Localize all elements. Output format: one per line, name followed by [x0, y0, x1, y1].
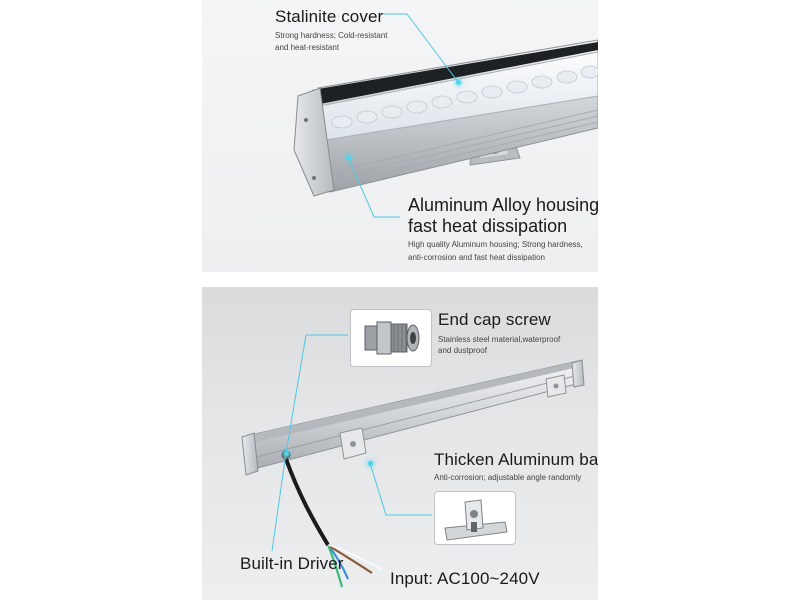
end-cap-screw-image	[364, 321, 420, 355]
driver-callout-line	[271, 452, 287, 552]
base-callout-line	[369, 462, 432, 516]
light-bar-closeup-illustration	[293, 13, 598, 218]
cover-desc-line1: Strong hardness; Cold-resistant	[275, 31, 388, 40]
driver-label: Built-in Driver	[240, 554, 344, 573]
housing-callout-dot	[346, 155, 351, 160]
aluminum-base-bracket-image	[444, 499, 508, 541]
light-bar-top-rail	[250, 361, 578, 443]
housing-desc-line1: High quality Aluminum housing; Strong ha…	[408, 240, 583, 249]
right-mount-bracket	[545, 374, 567, 398]
end-cap-screw-thumbnail	[350, 309, 432, 367]
base-title: Thicken Aluminum base	[434, 450, 598, 469]
left-mount-bracket	[339, 427, 367, 460]
housing-top-channel	[312, 42, 598, 104]
left-end-cap	[241, 432, 259, 476]
wire-brown	[327, 544, 373, 574]
wire-green	[326, 544, 344, 588]
cover-desc-line2: and heat-resistant	[275, 43, 340, 52]
aluminum-base-thumbnail	[434, 491, 516, 545]
right-end-cap	[571, 359, 585, 388]
input-voltage-label: Input: AC100~240V	[390, 569, 540, 588]
driver-callout-dot	[284, 451, 289, 456]
screw-callout-line	[285, 334, 348, 454]
cover-callout-line	[382, 13, 459, 83]
screw-base-driver-panel: End cap screw Stainless steel material,w…	[202, 287, 598, 600]
housing-title-line1: Aluminum Alloy housing,	[408, 195, 598, 215]
cover-housing-panel: Stalinite cover Strong hardness; Cold-re…	[202, 0, 598, 272]
base-desc: Anti-corrosion; adjustable angle randoml…	[434, 473, 582, 482]
screw-desc-line2: and dustproof	[438, 346, 487, 355]
full-light-bar-illustration	[241, 334, 585, 588]
housing-desc-line2: anti-corrosion and fast heat dissipation	[408, 253, 545, 262]
housing-end-cap	[293, 87, 335, 197]
housing-title-line2: fast heat dissipation	[408, 216, 568, 236]
led-lens-row	[331, 65, 598, 129]
screw-title: End cap screw	[438, 310, 551, 329]
cover-title: Stalinite cover	[275, 7, 384, 26]
power-cable	[284, 458, 330, 547]
screw-desc-line1: Stainless steel material,waterproof	[438, 335, 561, 344]
housing-callout-line	[347, 156, 400, 218]
cover-callout-dot	[456, 80, 461, 85]
base-callout-dot	[368, 461, 373, 466]
